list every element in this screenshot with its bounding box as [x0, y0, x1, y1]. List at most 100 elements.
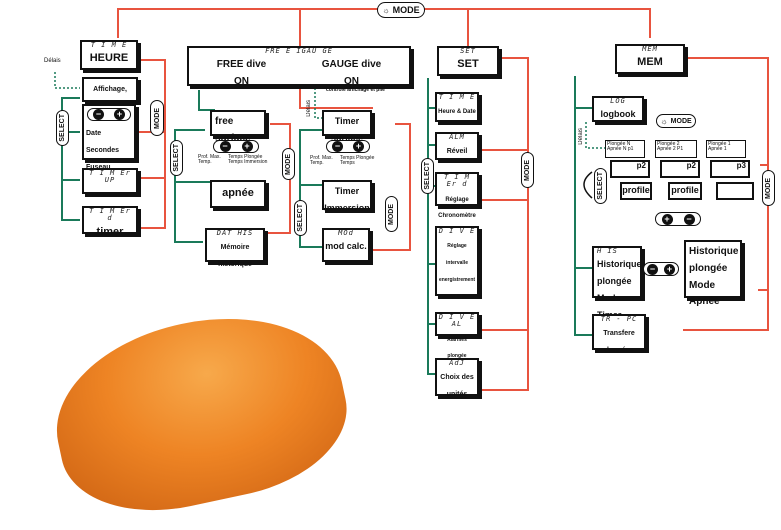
minus-plus-control[interactable]: −+	[87, 108, 131, 121]
timer-surface-box[interactable]: Timer surface	[322, 110, 372, 142]
select-button-free[interactable]: SELECT	[170, 140, 183, 176]
time-heure-box[interactable]: T I M E HEURE	[80, 40, 138, 70]
choix-label: Choix des unités	[440, 374, 474, 399]
delais-label-time: Délais	[44, 58, 61, 64]
profile-card-1[interactable]: profile	[620, 182, 652, 200]
select-button-mem[interactable]: SELECT	[594, 168, 607, 204]
affichage-montre-box[interactable]: Affichage, montre	[82, 77, 138, 110]
select-button-set[interactable]: SELECT	[421, 158, 434, 194]
set-box[interactable]: SET SET	[437, 46, 499, 76]
minus-icon[interactable]: −	[219, 141, 231, 152]
alarmes-box[interactable]: D I V E AL Alarmes plongée	[435, 312, 479, 359]
reglage-chrono-box[interactable]: T I M Er d Réglage Chronomètre	[435, 172, 479, 219]
timer-box[interactable]: T I M Er d timer	[82, 206, 138, 237]
gauge-pm-labels2: Temps Plongée Temps	[340, 155, 375, 167]
mode-button-mem-inner[interactable]: ☼MODE	[656, 114, 696, 128]
stack-p3-3: p3	[710, 160, 750, 178]
time-title: HEURE	[89, 52, 129, 65]
hist-plongee-label: Historique plongée Mode Timer	[597, 259, 642, 320]
chrono-box[interactable]: T I M Er UP chronomètre	[82, 168, 138, 199]
apnee-box[interactable]: apnée	[210, 180, 266, 208]
sun-icon: ☼	[660, 116, 668, 126]
gauge-dive-label: GAUGE dive	[321, 59, 382, 71]
free-pm-labels2: Temps Plongée Temps Immersion	[228, 154, 268, 166]
transfere-box[interactable]: TR - PC Transfere données	[592, 314, 646, 354]
dathis-lcd: DAT HIS	[216, 229, 254, 237]
plus-icon[interactable]: +	[353, 141, 364, 152]
mod-lcd: MOd	[338, 229, 354, 237]
mem-box[interactable]: MEM MEM	[615, 44, 685, 74]
minus-plus-control-mem[interactable]: +−	[655, 212, 701, 226]
profile-card-2[interactable]: profile	[668, 182, 702, 200]
hist-apnee-box[interactable]: Historique plongée Mode Apnée	[684, 240, 742, 307]
delais-label-mem: Délais	[578, 128, 584, 145]
mod-box[interactable]: MOd mod calc.	[322, 228, 370, 262]
his-lcd: H IS	[597, 247, 618, 255]
timer-lcd: T I M Er d	[89, 207, 131, 223]
alarmes-label: Alarmes plongée	[447, 336, 467, 360]
trpc-lcd: TR - PC	[600, 315, 638, 323]
reglage-intervalle-box[interactable]: D I V E Réglage intervalle energistremen…	[435, 226, 479, 300]
dive-al-lcd: D I V E AL	[438, 313, 476, 329]
minus-icon[interactable]: −	[647, 263, 658, 275]
minus-plus-control-gauge[interactable]: −+	[326, 140, 370, 153]
stack-p2-1: p2	[610, 160, 650, 178]
minus-icon[interactable]: −	[683, 213, 695, 225]
memoire-label: Mémoire historique	[218, 244, 252, 269]
log-lcd: LOG	[610, 97, 626, 105]
freegauge-lcd: FRE E IGAU GE	[265, 47, 333, 55]
minus-plus-control-hist[interactable]: −+	[643, 262, 679, 276]
transfere-label: Transfere données	[603, 330, 635, 355]
gauge-on-label: ON	[344, 76, 359, 88]
logbook-label: logbook	[600, 109, 636, 120]
adj-lcd: AdJ	[449, 359, 465, 367]
minus-plus-control-free[interactable]: −+	[213, 140, 259, 153]
mode-button-time[interactable]: MODE	[150, 100, 164, 136]
reglage-intervalle-label: Réglage intervalle energistrement Apnée …	[438, 243, 476, 300]
mem-lcd: MEM	[642, 45, 658, 53]
time-lcd: T I M E	[90, 41, 128, 49]
profile-card-3[interactable]	[716, 182, 754, 200]
plus-icon[interactable]: +	[661, 213, 673, 225]
delais-label-gauge: Délais	[306, 100, 312, 117]
heure-date-box[interactable]: T I M E Heure & Date	[435, 92, 479, 122]
logbook-box[interactable]: LOG logbook	[592, 96, 644, 122]
free-pm-labels: Prof. Max. Temp.	[198, 154, 221, 166]
hist-apnee-label: Historique plongée Mode Apnée	[689, 246, 739, 308]
timer-surface-label: Timer surface	[330, 116, 364, 143]
reglage-chrono-label: Réglage Chronomètre	[438, 196, 476, 220]
mode-button-top[interactable]: ☼ MODE	[377, 2, 425, 18]
mode-button-gauge[interactable]: MODE	[385, 196, 398, 232]
free-surface-box[interactable]: free surface	[210, 110, 266, 144]
set-time-lcd: T I M E	[438, 93, 476, 101]
hist-plongee-box[interactable]: H IS Historique plongée Mode Timer	[592, 246, 642, 319]
timer-immersion-box[interactable]: Timer Immersion	[322, 180, 372, 213]
reveil-box[interactable]: ALM Réveil	[435, 132, 479, 160]
apnee-label: apnée	[222, 187, 254, 200]
set-dive-lcd: D I V E	[438, 227, 476, 235]
mode-button-set[interactable]: MODE	[521, 152, 534, 188]
sun-icon: ☼	[382, 5, 390, 15]
set-timer-lcd: T I M Er d	[443, 173, 471, 189]
timer-immersion-label: Timer Immersion	[324, 186, 370, 213]
time-settings-box[interactable]: −+ Date Secondes Fuseau horaire	[82, 104, 136, 187]
controle-label: contrôle affichage et pile	[326, 87, 385, 93]
plus-icon[interactable]: +	[241, 141, 253, 152]
minus-icon[interactable]: −	[93, 109, 104, 120]
free-surface-label: free surface	[215, 116, 251, 144]
select-button-time[interactable]: SELECT	[56, 110, 69, 146]
minus-icon[interactable]: −	[332, 141, 343, 152]
stack-p2-2: p2	[660, 160, 700, 178]
tab-plongee-2[interactable]: Plongée 2 Apnée 2 P1	[655, 140, 697, 158]
tab-plongee-n[interactable]: Plongée N Apnée N p1	[605, 140, 645, 158]
dathis-box[interactable]: DAT HIS Mémoire historique	[205, 228, 265, 268]
select-button-gauge[interactable]: SELECT	[294, 200, 307, 236]
choix-unites-box[interactable]: AdJ Choix des unités	[435, 358, 479, 399]
mode-button-mem[interactable]: MODE	[762, 170, 775, 206]
plus-icon[interactable]: +	[664, 263, 675, 275]
tab-plongee-1[interactable]: Plongée 1 Apnée 1	[706, 140, 746, 158]
mode-button-free[interactable]: MODE	[282, 148, 295, 180]
reveil-label: Réveil	[446, 148, 468, 156]
plus-icon[interactable]: +	[114, 109, 125, 120]
